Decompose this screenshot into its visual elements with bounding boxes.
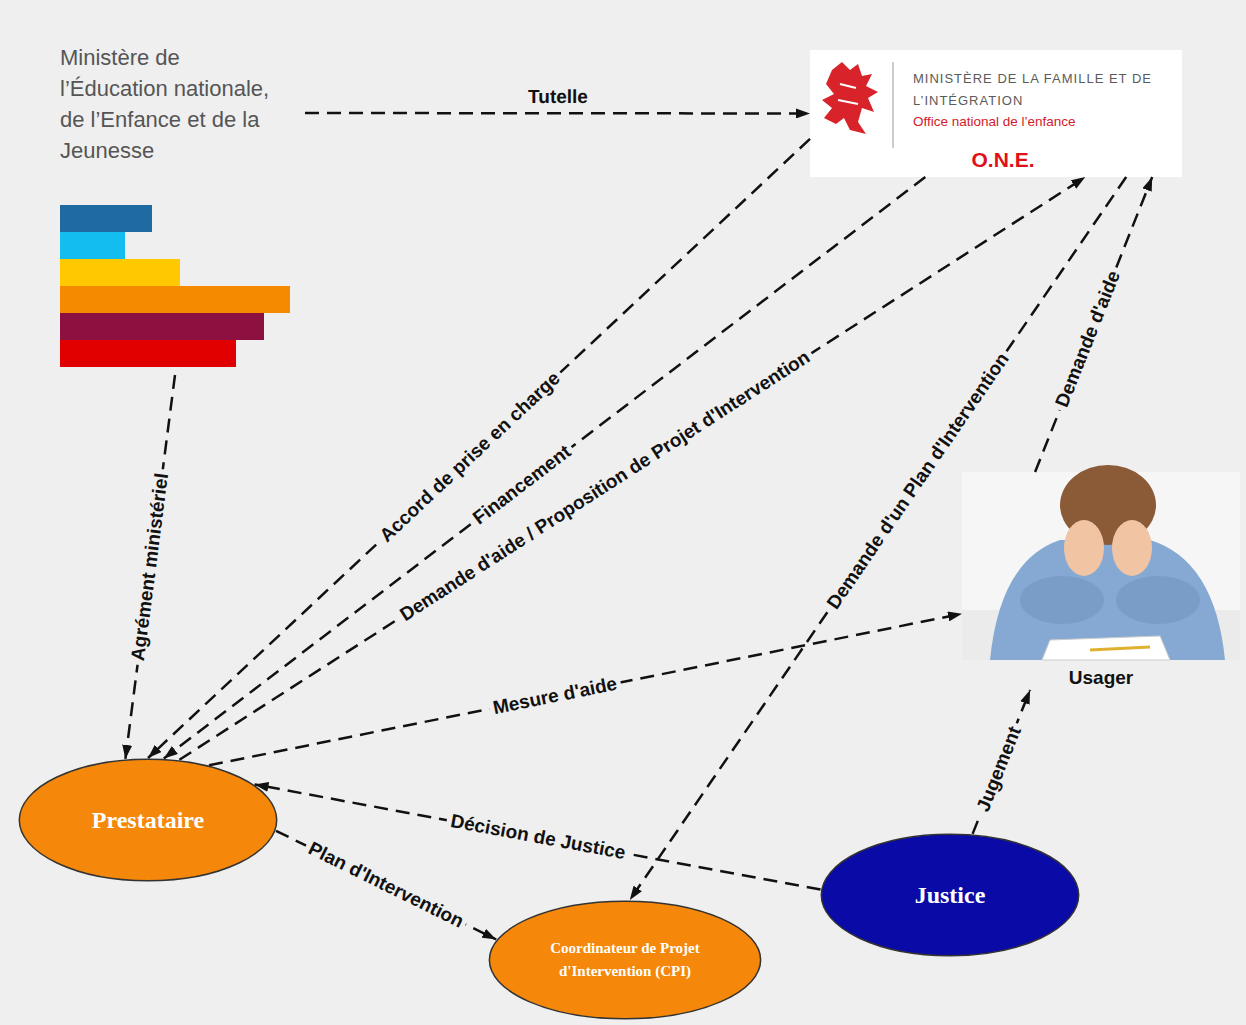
edge-label: Plan d'Intervention xyxy=(301,835,471,935)
child-hand xyxy=(1112,520,1152,576)
dashed-connector xyxy=(276,831,496,940)
ellipse-shape xyxy=(19,759,276,881)
dashed-connector xyxy=(125,375,175,759)
node-text: Usager xyxy=(962,666,1240,690)
dashed-connector xyxy=(630,177,1126,900)
dashed-connector xyxy=(209,614,962,766)
ellipse-outline xyxy=(488,900,762,1020)
justice-ellipse: Justice xyxy=(820,833,1080,957)
node-text: MINISTÈRE DE LA FAMILLE ET DE L’INTÉGRAT… xyxy=(913,68,1153,112)
pencil xyxy=(1090,647,1150,650)
paper-sheet xyxy=(1042,636,1170,660)
child-arm xyxy=(1116,576,1200,624)
logo-bar xyxy=(60,205,152,232)
ministry-logo: Ministère de l’Éducation nationale, de l… xyxy=(55,40,305,375)
logo-divider xyxy=(892,62,894,148)
dashed-connector xyxy=(179,177,1085,760)
edge-label: Agrément ministériel xyxy=(126,468,175,666)
lion-detail xyxy=(838,84,858,104)
node-text: O.N.E. xyxy=(903,148,1103,172)
edge-label: Demande d'aide xyxy=(1048,264,1127,415)
edge-label: Jugement xyxy=(969,719,1028,819)
edge-label: Décision de Justice xyxy=(444,808,631,865)
node-text: Ministère de l’Éducation nationale, de l… xyxy=(60,42,288,166)
coordinator-ellipse: Coordinateur de Projet d'Intervention (C… xyxy=(488,900,762,1020)
dashed-connector xyxy=(1035,177,1152,472)
user-figure: Usager xyxy=(962,472,1240,690)
lion-emblem xyxy=(822,62,878,134)
office-logo: MINISTÈRE DE LA FAMILLE ET DE L’INTÉGRAT… xyxy=(810,50,1182,177)
logo-bar xyxy=(60,232,125,259)
node-text: Coordinateur de Projet d'Intervention (C… xyxy=(546,937,704,983)
node-text: Prestataire xyxy=(92,806,204,834)
logo-bar xyxy=(60,259,180,286)
logo-bar xyxy=(60,286,290,313)
node-text: Justice xyxy=(915,881,986,909)
logo-panel xyxy=(810,50,1182,177)
dashed-connector xyxy=(164,177,926,759)
provider-ellipse: Prestataire xyxy=(18,758,278,882)
ellipse-shape xyxy=(821,834,1078,956)
edge-label: Mesure d'aide xyxy=(487,671,623,721)
node-text: Office national de l’enfance xyxy=(913,112,1153,132)
ellipse-shape xyxy=(489,901,760,1019)
child-hand xyxy=(1064,520,1104,576)
child-arm xyxy=(1020,576,1104,624)
dashed-connector xyxy=(305,112,810,115)
edge-label: Tutelle xyxy=(524,85,592,109)
logo-bar xyxy=(60,340,236,367)
child-shirt xyxy=(990,540,1225,660)
logo-bar xyxy=(60,313,264,340)
